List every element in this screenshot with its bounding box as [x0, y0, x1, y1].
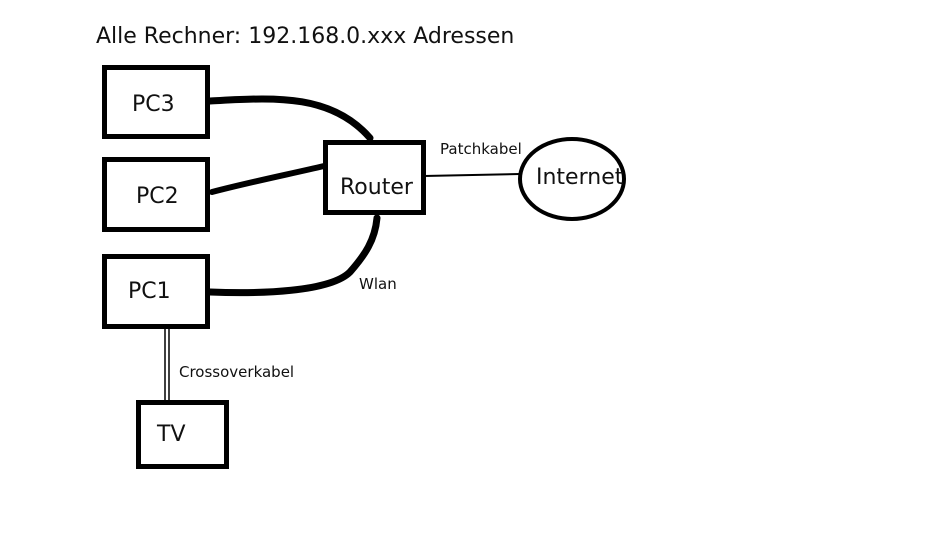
node-pc1: PC1: [102, 254, 210, 329]
node-tv-label: TV: [157, 422, 186, 447]
diagram-title: Alle Rechner: 192.168.0.xxx Adressen: [96, 24, 515, 49]
node-pc3-label: PC3: [132, 92, 175, 117]
node-pc1-label: PC1: [128, 279, 171, 304]
node-pc3: PC3: [102, 65, 210, 139]
node-router-label: Router: [340, 175, 413, 200]
internet-node-shape: [518, 137, 626, 221]
link-pc2-router: [209, 163, 327, 195]
link-router-internet: [423, 173, 521, 177]
node-tv: TV: [136, 400, 229, 469]
link-pc3-router: [206, 95, 374, 142]
node-router: Router: [323, 140, 426, 215]
edge-label-patchkabel: Patchkabel: [440, 140, 522, 158]
node-pc2-label: PC2: [136, 184, 179, 209]
link-pc1-router: [206, 214, 381, 297]
edge-label-crossoverkabel: Crossoverkabel: [179, 363, 295, 381]
node-pc2: PC2: [102, 157, 210, 232]
edge-label-wlan: Wlan: [359, 275, 397, 293]
node-internet-label: Internet: [536, 165, 624, 190]
